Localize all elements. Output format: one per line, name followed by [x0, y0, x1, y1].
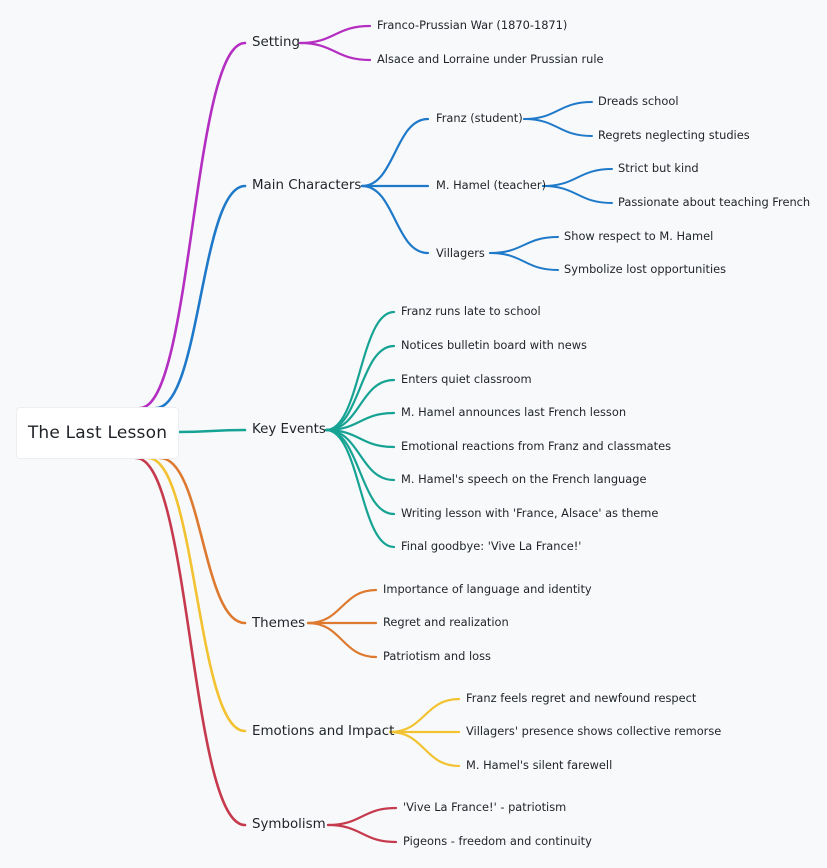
- emotion-item[interactable]: Franz feels regret and newfound respect: [466, 691, 697, 705]
- branch-connector: [324, 428, 396, 516]
- branch-emotions-and-impact[interactable]: Emotions and Impact: [252, 724, 395, 739]
- branch-connector: [324, 344, 396, 432]
- event-item[interactable]: Final goodbye: 'Vive La France!': [401, 539, 582, 553]
- sub-branch-connector: [489, 236, 559, 254]
- branch-connector: [360, 117, 430, 188]
- sub-branch-connector: [523, 118, 593, 137]
- branch-connector: [324, 310, 396, 432]
- emotion-item[interactable]: M. Hamel's silent farewell: [466, 758, 613, 772]
- sub-branch-connector: [489, 252, 559, 271]
- branch-connector: [298, 41, 372, 62]
- trait-item[interactable]: Passionate about teaching French: [618, 195, 811, 209]
- root-label: The Last Lesson: [27, 423, 168, 443]
- trait-item[interactable]: Regrets neglecting studies: [598, 128, 750, 142]
- root-connector: [158, 456, 247, 625]
- event-item[interactable]: Notices bulletin board with news: [401, 338, 587, 352]
- sub-branch-connector: [542, 168, 613, 187]
- sub-branch-connector: [523, 101, 593, 120]
- symbol-item[interactable]: Pigeons - freedom and continuity: [403, 834, 592, 848]
- character-franz[interactable]: Franz (student): [436, 111, 523, 125]
- theme-item[interactable]: Regret and realization: [383, 615, 509, 629]
- branch-connector: [388, 697, 461, 734]
- trait-item[interactable]: Symbolize lost opportunities: [564, 262, 727, 276]
- root-connector: [176, 428, 247, 434]
- branch-connector: [326, 806, 398, 827]
- branch-themes[interactable]: Themes: [252, 616, 306, 631]
- character-m-hamel[interactable]: M. Hamel (teacher): [436, 178, 547, 192]
- event-item[interactable]: Emotional reactions from Franz and class…: [401, 439, 672, 453]
- theme-item[interactable]: Importance of language and identity: [383, 582, 592, 596]
- root-connector: [154, 184, 247, 410]
- trait-item[interactable]: Dreads school: [598, 94, 679, 108]
- root-connector: [134, 456, 247, 827]
- character-villagers[interactable]: Villagers: [436, 246, 485, 260]
- branch-setting[interactable]: Setting: [252, 35, 300, 50]
- branch-connector: [306, 588, 378, 625]
- event-item[interactable]: Franz runs late to school: [401, 304, 541, 318]
- branch-symbolism[interactable]: Symbolism: [252, 817, 326, 832]
- branch-connector: [324, 378, 396, 432]
- branch-connector: [326, 823, 398, 844]
- branch-key-events[interactable]: Key Events: [252, 422, 326, 437]
- branch-connector: [360, 184, 430, 255]
- root-connector: [138, 41, 247, 410]
- setting-item[interactable]: Alsace and Lorraine under Prussian rule: [377, 52, 604, 66]
- emotion-item[interactable]: Villagers' presence shows collective rem…: [466, 724, 722, 738]
- branch-main-characters[interactable]: Main Characters: [252, 178, 362, 193]
- event-item[interactable]: Enters quiet classroom: [401, 372, 532, 386]
- event-item[interactable]: M. Hamel's speech on the French language: [401, 472, 647, 486]
- theme-item[interactable]: Patriotism and loss: [383, 649, 491, 663]
- sub-branch-connector: [542, 185, 613, 204]
- branch-connector: [306, 621, 378, 659]
- setting-item[interactable]: Franco-Prussian War (1870-1871): [377, 18, 568, 32]
- symbol-item[interactable]: 'Vive La France!' - patriotism: [403, 800, 567, 814]
- trait-item[interactable]: Show respect to M. Hamel: [564, 229, 714, 243]
- root-node[interactable]: The Last Lesson: [17, 408, 178, 458]
- root-connector: [146, 456, 247, 733]
- event-item[interactable]: M. Hamel announces last French lesson: [401, 405, 627, 419]
- event-item[interactable]: Writing lesson with 'France, Alsace' as …: [401, 506, 659, 520]
- branch-connector: [388, 730, 461, 768]
- branch-connector: [298, 24, 372, 45]
- branch-connector: [324, 428, 396, 549]
- trait-item[interactable]: Strict but kind: [618, 161, 699, 175]
